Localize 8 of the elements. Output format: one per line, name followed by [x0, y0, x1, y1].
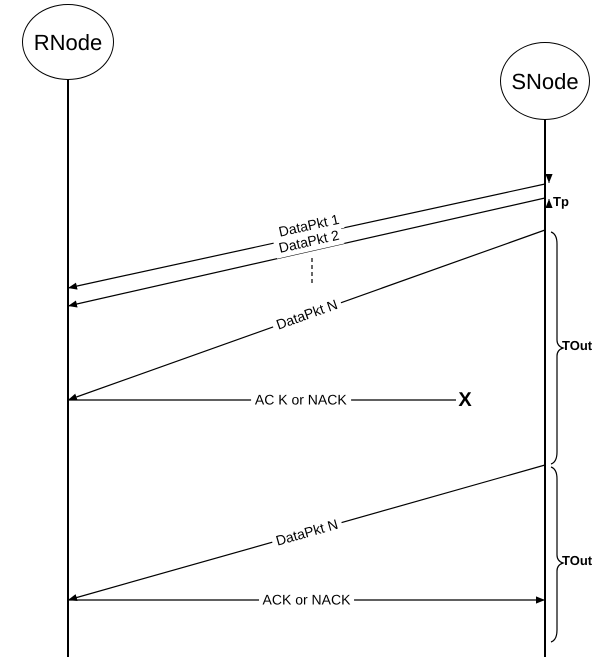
participant-ellipse: SNode: [500, 42, 590, 120]
time-label: TOut: [562, 337, 592, 355]
message-arrow: [68, 197, 546, 308]
time-label: TOut: [562, 552, 592, 570]
lifeline: [544, 120, 546, 657]
time-label: Tp: [553, 193, 569, 211]
participant-ellipse: RNode: [22, 4, 114, 80]
lifeline: [67, 80, 69, 657]
